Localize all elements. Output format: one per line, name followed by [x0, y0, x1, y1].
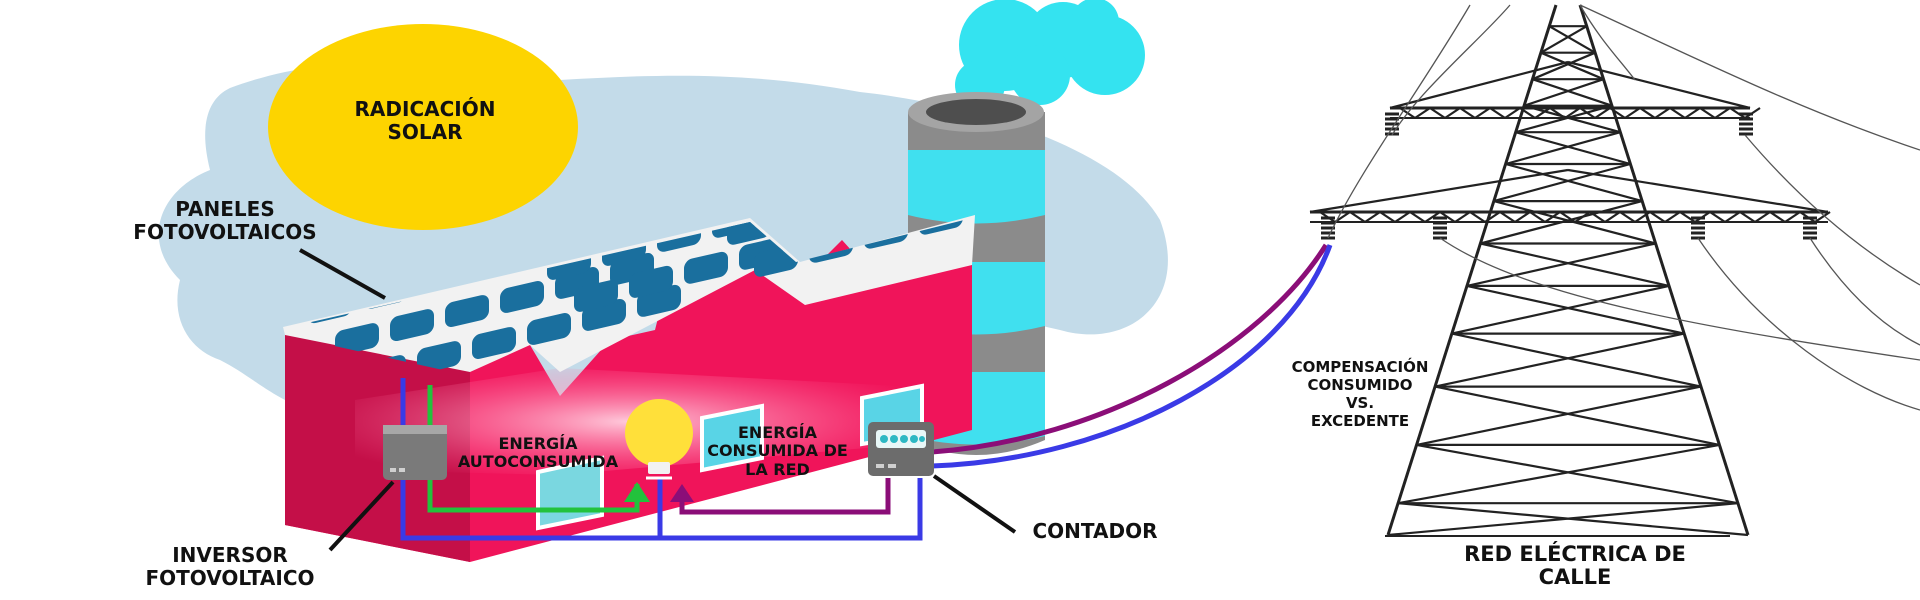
label-meter: CONTADOR: [1032, 519, 1158, 543]
light-bulb-icon: [625, 399, 693, 480]
label-self-consumed: ENERGÍA AUTOCONSUMIDA: [457, 434, 619, 472]
solar-panel-icon: [390, 309, 434, 342]
label-inverter: INVERSOR FOTOVOLTAICO: [145, 543, 315, 590]
solar-panel-icon: [500, 281, 544, 313]
solar-panel-icon: [472, 327, 516, 359]
green-arrow-icon: [624, 482, 650, 502]
label-sun: RADICACIÓN SOLAR: [354, 97, 496, 144]
solar-panel-icon: [684, 251, 728, 284]
solar-panel-icon: [527, 313, 571, 345]
label-grid-consumed: ENERGÍA CONSUMIDA DE LA RED: [707, 423, 848, 479]
callout-lines: [299, 248, 1017, 552]
solar-panel-icon: [629, 265, 673, 298]
sun-icon: [268, 24, 578, 230]
label-compensation: COMPENSACIÓN CONSUMIDO VS. EXCEDENTE: [1291, 358, 1429, 430]
grid-feed-blue: [931, 244, 1333, 469]
solar-panel-icon: [574, 279, 618, 312]
meter-icon: [868, 422, 934, 476]
label-panels: PANELES FOTOVOLTAICOS: [133, 197, 317, 244]
inverter-icon: [383, 425, 447, 480]
label-grid: RED ELÉCTRICA DE CALLE: [1464, 542, 1686, 590]
grid-feed-purple: [931, 243, 1329, 455]
solar-panel-icon: [445, 295, 489, 327]
solar-panel-icon: [335, 323, 379, 356]
purple-arrow-icon: [670, 484, 694, 502]
solar-panel-icon: [417, 341, 461, 374]
transmission-tower-icon: [1309, 4, 1920, 537]
